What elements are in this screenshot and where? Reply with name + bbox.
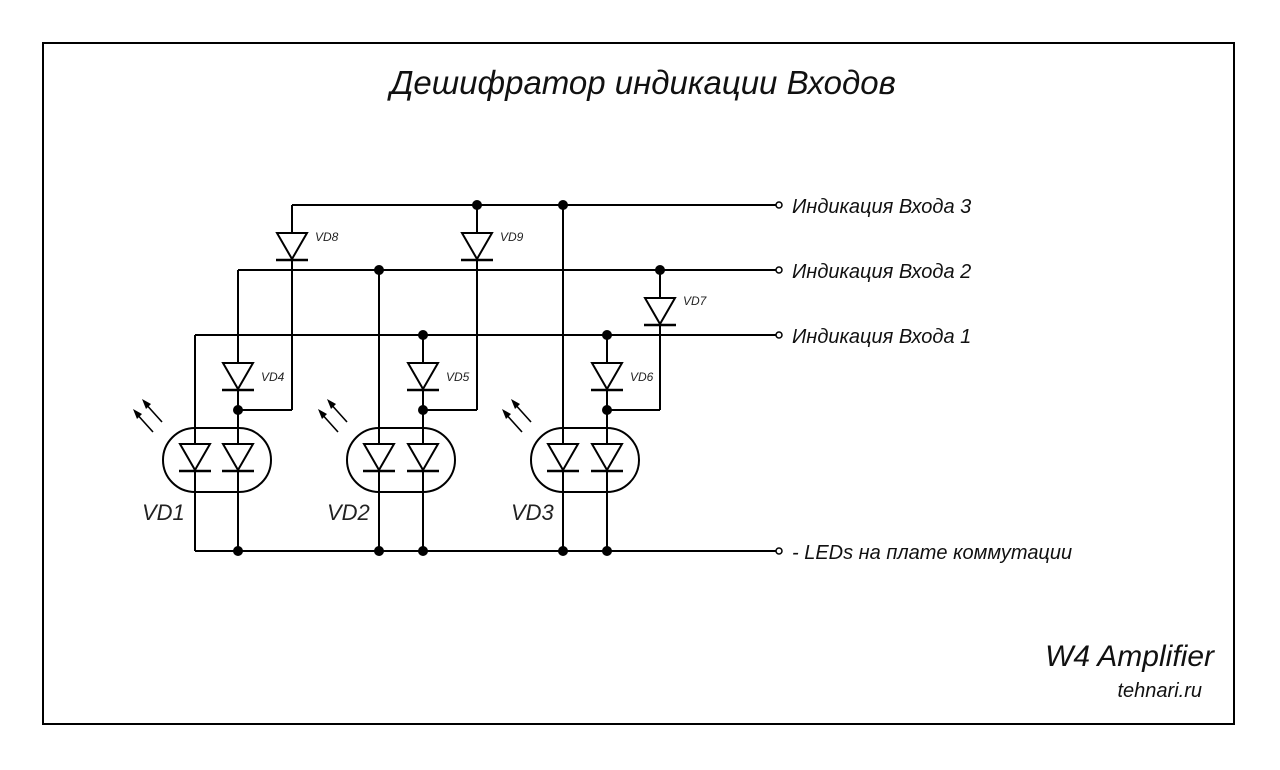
light-emission-icon: [502, 399, 532, 433]
port-label-input-1: Индикация Входа 1: [792, 326, 972, 348]
junction: [233, 546, 243, 556]
light-emission-icon: [133, 399, 163, 433]
label-vd3: VD3: [511, 500, 555, 525]
diode-vd7: VD7: [643, 294, 708, 327]
label-vd8: VD8: [315, 230, 339, 244]
junction: [418, 546, 428, 556]
junction: [418, 330, 428, 340]
label-vd9: VD9: [500, 230, 524, 244]
label-vd1: VD1: [142, 500, 185, 525]
light-emission-icon: [318, 399, 348, 433]
terminal-input-3: [775, 201, 783, 209]
site-label: tehnari.ru: [1117, 680, 1203, 702]
junction: [472, 200, 482, 210]
diode-vd9: VD9: [460, 230, 524, 262]
port-label-led-common: - LEDs на плате коммутации: [792, 542, 1073, 564]
brand-label: W4 Amplifier: [1045, 640, 1214, 673]
led-vd3: VD3: [502, 399, 640, 525]
junction: [602, 330, 612, 340]
junction: [602, 405, 612, 415]
led-vd2: VD2: [318, 399, 456, 525]
diagram-title: Дешифратор индикации Входов: [0, 64, 1280, 102]
junction: [655, 265, 665, 275]
port-label-input-2: Индикация Входа 2: [792, 261, 972, 283]
junction: [233, 405, 243, 415]
junction: [374, 546, 384, 556]
junction: [602, 546, 612, 556]
led-vd1: VD1: [133, 399, 272, 525]
diode-vd8: VD8: [275, 230, 339, 262]
junction: [558, 200, 568, 210]
terminal-input-1: [775, 331, 783, 339]
diode-vd4: VD4: [221, 362, 285, 392]
label-vd5: VD5: [446, 370, 470, 384]
label-vd2: VD2: [327, 500, 370, 525]
junction: [418, 405, 428, 415]
label-vd4: VD4: [261, 370, 285, 384]
terminal-input-2: [775, 266, 783, 274]
diode-vd5: VD5: [406, 362, 470, 392]
label-vd7: VD7: [683, 294, 708, 308]
diode-vd6: VD6: [590, 362, 654, 392]
terminal-led-common: [775, 547, 783, 555]
diagram-title-text: Дешифратор индикации Входов: [390, 64, 896, 101]
junction: [374, 265, 384, 275]
port-label-input-3: Индикация Входа 3: [792, 196, 972, 218]
junction: [558, 546, 568, 556]
junctions: [233, 200, 665, 556]
label-vd6: VD6: [630, 370, 654, 384]
